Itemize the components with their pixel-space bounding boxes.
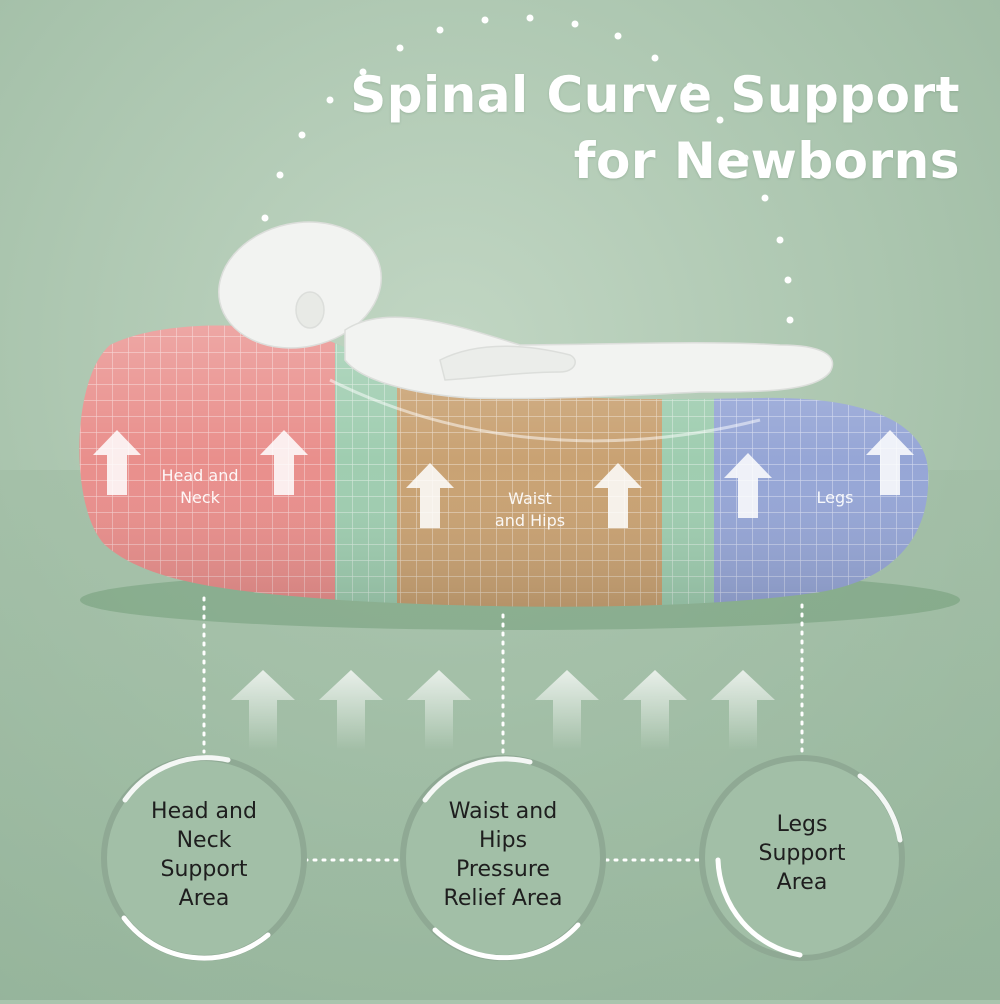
pillow-label-waist-line-2: and Hips — [494, 511, 566, 530]
pillow-label-head: Head and Neck — [140, 465, 260, 509]
up-arrow-icon — [319, 670, 383, 750]
zone-text-waist: Waist and Hips Pressure Relief Area — [418, 797, 588, 913]
zone-text-waist-line-3: Pressure — [456, 857, 550, 882]
zone-circle-head — [101, 755, 307, 961]
up-arrow-icon — [231, 670, 295, 750]
zone-text-head-line-3: Support — [160, 857, 248, 882]
pillow-arrows — [93, 430, 914, 528]
support-arrows — [231, 670, 775, 750]
up-arrow-icon — [407, 670, 471, 750]
pillow-label-waist: Waist and Hips — [470, 488, 590, 532]
up-arrow-icon — [535, 670, 599, 750]
pillow-label-head-line-1: Head and — [161, 466, 239, 485]
up-arrow-icon — [260, 430, 308, 495]
zone-text-waist-line-1: Waist and — [448, 799, 558, 824]
connector-lines — [202, 596, 804, 862]
zone-circle-legs — [699, 755, 905, 961]
zone-text-waist-line-4: Relief Area — [443, 886, 563, 911]
up-arrow-icon — [406, 463, 454, 528]
zone-circles — [101, 755, 905, 961]
pillow-label-waist-line-1: Waist — [508, 489, 552, 508]
up-arrow-icon — [724, 453, 772, 518]
zone-text-legs-line-3: Area — [776, 870, 828, 895]
zone-text-head-line-4: Area — [178, 886, 230, 911]
zone-text-head-line-1: Head and — [151, 799, 257, 824]
pillow-label-head-line-2: Neck — [180, 488, 220, 507]
pillow-label-legs: Legs — [790, 487, 880, 509]
up-arrow-icon — [594, 463, 642, 528]
up-arrow-icon — [623, 670, 687, 750]
page-title: Spinal Curve Support for Newborns — [260, 62, 960, 194]
baby-figure — [218, 221, 834, 400]
zone-text-legs: Legs Support Area — [717, 810, 887, 897]
pillow-label-legs-line-1: Legs — [816, 488, 854, 507]
zone-text-head-line-2: Neck — [176, 828, 232, 853]
zone-text-head: Head and Neck Support Area — [119, 797, 289, 913]
dotted-arc — [261, 14, 794, 324]
zone-text-legs-line-1: Legs — [776, 812, 828, 837]
up-arrow-icon — [866, 430, 914, 495]
zone-text-waist-line-2: Hips — [478, 828, 528, 853]
spine-curve-line — [329, 378, 761, 443]
title-line-2: for Newborns — [573, 132, 960, 190]
zone-circle-waist — [400, 755, 606, 961]
up-arrow-icon — [93, 430, 141, 495]
zone-text-legs-line-2: Support — [758, 841, 846, 866]
up-arrow-icon — [711, 670, 775, 750]
title-line-1: Spinal Curve Support — [350, 66, 960, 124]
